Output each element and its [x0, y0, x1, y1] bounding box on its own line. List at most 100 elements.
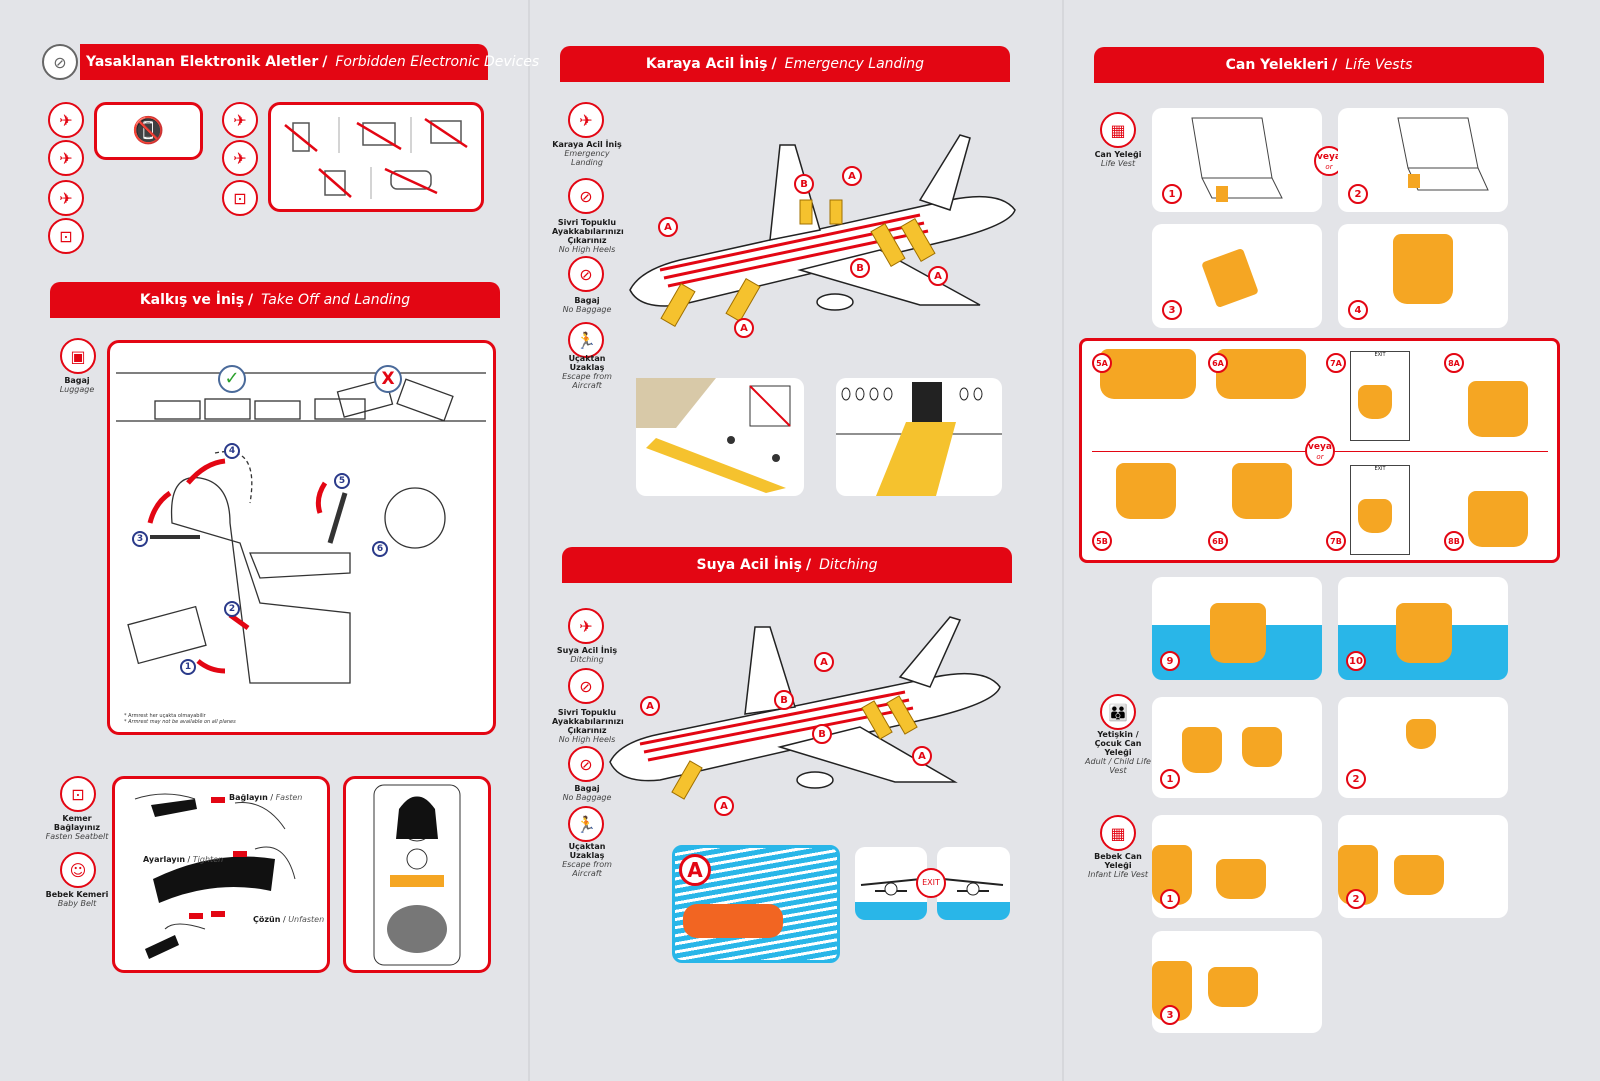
footnote-en: * Armrest may not be available on all pl…	[124, 719, 236, 725]
forbidden-devices-illustration	[284, 117, 468, 199]
step-number: 7A	[1326, 353, 1346, 373]
infant-vest-icon: ▦	[1100, 815, 1136, 851]
step-number: 8B	[1444, 531, 1464, 551]
infant-vest-step-tile: 1	[1152, 815, 1322, 918]
step-number: 7B	[1326, 531, 1346, 551]
fasten-label: Bağlayın / Fasten	[229, 793, 303, 802]
exit-slide-illustration	[836, 382, 1002, 496]
escape-aircraft-icon: 🏃	[568, 806, 604, 842]
life-vest-shape	[1358, 499, 1392, 533]
label-tr: Çözün	[253, 915, 281, 924]
emergency-landing-icon: ✈	[568, 102, 604, 138]
step-number: 5B	[1092, 531, 1112, 551]
life-vest-shape	[1393, 234, 1453, 304]
label-tr: Bağlayın	[229, 793, 268, 802]
seatbelt-icon: ⊡	[222, 180, 258, 216]
caption-tr: Bagaj	[574, 784, 600, 793]
vest-pouch	[1201, 247, 1259, 309]
seatbelt-hands-illustration	[134, 793, 296, 959]
step-number: 3	[1160, 1005, 1180, 1025]
tighten-label: Ayarlayın / Tighten	[143, 855, 224, 864]
caption-en: Adult / Child Life Vest	[1085, 757, 1151, 775]
life-vest-shape	[1406, 719, 1436, 749]
aircraft-exits-ditching-illustration	[609, 616, 1001, 800]
footnote-tr: * Armrest her uçakta olmayabilir	[124, 713, 206, 719]
no-baggage-icon: ⊘	[568, 746, 604, 782]
step-number: 9	[1160, 651, 1180, 671]
no-high-heels-icon: ⊘	[568, 178, 604, 214]
forbidden-devices-header: Yasaklanan Elektronik Aletler/Forbidden …	[80, 44, 539, 80]
exit-door: EXIT	[1350, 351, 1410, 441]
caption-en: Life Vest	[1100, 159, 1136, 168]
step-number: 6B	[1208, 531, 1228, 551]
fold-line	[528, 0, 530, 1081]
landing-plane-icon: ✈	[48, 180, 84, 216]
step-number: 1	[1162, 184, 1182, 204]
exit-slide-tile	[836, 378, 1002, 496]
exit-label-a: A	[842, 166, 862, 186]
header-title-tr: Can Yelekleri	[1225, 57, 1329, 73]
seat-illustration	[1191, 117, 1283, 202]
caption-en: Baby Belt	[57, 899, 97, 908]
child-vest-step-tile: 2	[1338, 697, 1508, 798]
emergency-landing-header: Karaya Acil İniş/Emergency Landing	[560, 46, 1010, 82]
no-high-heels-icon: ⊘	[568, 668, 604, 704]
climb-plane-icon: ✈	[48, 140, 84, 176]
caption-tr: Uçaktan Uzaklaş	[568, 842, 606, 860]
caption-tr: Yetişkin / Çocuk Can Yeleği	[1094, 730, 1142, 757]
luggage-stowage-box: ✓ X 1 2 3 4 5 6 * Armrest her uçakta olm…	[107, 340, 496, 735]
caption-tr: Uçaktan Uzaklaş	[568, 354, 606, 372]
vest-in-water-tile: 10	[1338, 577, 1508, 680]
no-electronics-icon: ⊘	[42, 44, 78, 80]
label-en: Unfasten	[288, 915, 325, 924]
header-title-tr: Yasaklanan Elektronik Aletler	[86, 54, 319, 70]
header-title-tr: Kalkış ve İniş	[139, 292, 245, 308]
caption-en: Escape from Aircraft	[562, 372, 612, 390]
step-number: 1	[1160, 889, 1180, 909]
takeoff-plane-icon: ✈	[48, 102, 84, 138]
step-number: 3	[132, 531, 148, 547]
header-title-en: Forbidden Electronic Devices	[335, 54, 540, 70]
exit-label-a: A	[814, 652, 834, 672]
caption-tr: Bagaj	[574, 296, 600, 305]
seatbelt-icon: ⊡	[48, 218, 84, 254]
fold-line	[1062, 0, 1064, 1081]
exit-label-b: B	[774, 690, 794, 710]
caption-tr: Kemer Bağlayınız	[53, 814, 101, 832]
caption-en: No Baggage	[562, 793, 612, 802]
caption-tr: Karaya Acil İniş	[552, 140, 622, 149]
caption-tr: Bagaj	[64, 376, 90, 385]
water	[937, 902, 1010, 920]
ditching-exit-tile	[855, 847, 927, 920]
vest-in-water-tile: 9	[1152, 577, 1322, 680]
life-vests-header: Can Yelekleri/Life Vests	[1094, 47, 1544, 83]
exit-label-a: A	[928, 266, 948, 286]
header-title-en: Take Off and Landing	[261, 292, 411, 308]
exit-label-a: A	[734, 318, 754, 338]
caption-tr: Sivri Topuklu Ayakkabılarınızı Çıkarınız	[552, 218, 624, 245]
escape-aircraft-icon: 🏃	[568, 322, 604, 358]
step-number: 10	[1346, 651, 1366, 671]
step-number: 8A	[1444, 353, 1464, 373]
takeoff-plane-icon: ✈	[222, 102, 258, 138]
or-en: or	[1316, 453, 1324, 461]
slide-evacuation-illustration	[636, 378, 791, 493]
caption-en: Infant Life Vest	[1087, 870, 1149, 879]
icon-caption: Sivri Topuklu Ayakkabılarınızı Çıkarınız…	[552, 708, 624, 744]
exit-door: EXIT	[1350, 465, 1410, 555]
life-vest-shape	[1468, 381, 1528, 437]
header-title-en: Ditching	[819, 557, 878, 573]
no-baggage-icon: ⊘	[568, 256, 604, 292]
child-vest-step-tile: 1	[1152, 697, 1322, 798]
aircraft-front-illustration	[942, 878, 1004, 896]
caption-en: Luggage	[59, 385, 95, 394]
life-vest-shape	[1210, 603, 1266, 663]
ditching-exit-tile	[937, 847, 1010, 920]
